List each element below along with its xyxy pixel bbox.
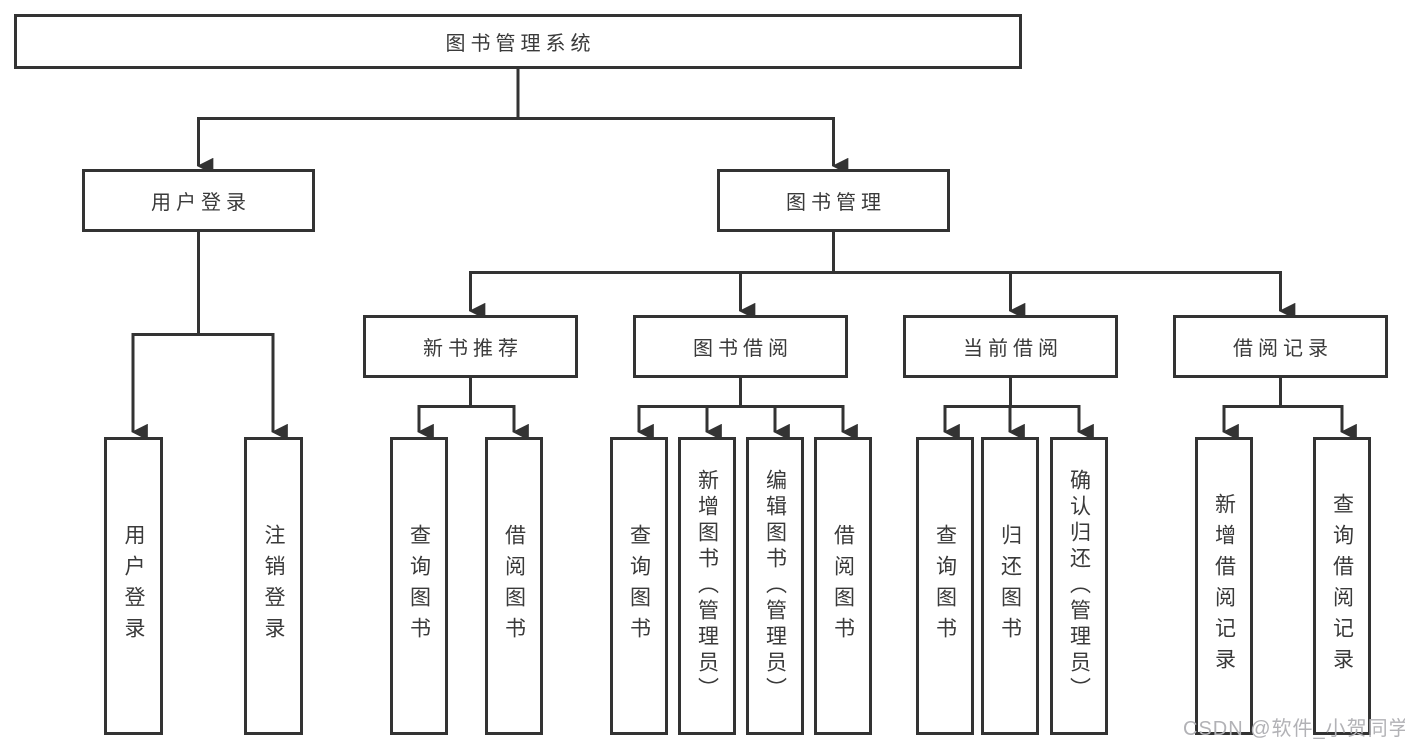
connector-section1-split: [419, 378, 514, 408]
leaf-borrow-books: 借阅图书: [485, 437, 543, 735]
leaf-query-books: 查询图书: [610, 437, 668, 735]
leaf-confirm-return-admin: 确认归还（管理员）: [1050, 437, 1108, 735]
node-library-system: 图书管理系统: [14, 14, 1022, 69]
csdn-watermark: CSDN @软件_小贺同学: [1183, 718, 1405, 740]
leaf-edit-book-admin: 编辑图书（管理员）: [746, 437, 804, 735]
node-new-book-recommend: 新书推荐: [363, 315, 578, 378]
node-book-management-label: 图书管理: [786, 192, 886, 214]
node-book-borrowing: 图书借阅: [633, 315, 848, 378]
leaf-borrow-books-label: 借阅图书: [502, 524, 526, 648]
leaf-add-book-admin: 新增图书（管理员）: [678, 437, 736, 735]
node-book-borrowing-label: 图书借阅: [693, 338, 793, 360]
leaf-logout: 注销登录: [244, 437, 303, 735]
leaf-add-borrow-record-label: 新增借阅记录: [1212, 493, 1236, 679]
node-borrowing-records: 借阅记录: [1173, 315, 1388, 378]
connector-book-mgmt-split: [470, 232, 1281, 274]
leaf-borrow-books-label: 借阅图书: [831, 524, 855, 648]
leaf-query-borrow-record: 查询借阅记录: [1313, 437, 1371, 735]
leaf-add-book-admin-label: 新增图书（管理员）: [695, 469, 719, 703]
leaf-user-login: 用户登录: [104, 437, 163, 735]
connector-root-split: [198, 68, 834, 120]
leaf-return-book-label: 归还图书: [998, 524, 1022, 648]
node-current-borrowing-label: 当前借阅: [963, 338, 1063, 360]
node-new-book-recommend-label: 新书推荐: [423, 338, 523, 360]
leaf-confirm-return-admin-label: 确认归还（管理员）: [1067, 469, 1091, 703]
leaf-query-books-label: 查询图书: [627, 524, 651, 648]
leaf-add-borrow-record: 新增借阅记录: [1195, 437, 1253, 735]
node-borrowing-records-label: 借阅记录: [1233, 338, 1333, 360]
leaf-return-book: 归还图书: [981, 437, 1039, 735]
connector-user-login-split: [133, 232, 273, 336]
leaf-logout-label: 注销登录: [262, 524, 285, 648]
connector-section3-split: [945, 378, 1079, 408]
connector-section2-split: [639, 378, 843, 408]
node-user-login-label: 用户登录: [151, 192, 251, 214]
connector-section4-split: [1224, 378, 1342, 408]
leaf-query-borrow-record-label: 查询借阅记录: [1330, 493, 1354, 679]
leaf-query-books-label: 查询图书: [407, 524, 431, 648]
leaf-query-books-label: 查询图书: [933, 524, 957, 648]
node-book-management: 图书管理: [717, 169, 950, 232]
node-library-system-label: 图书管理系统: [445, 33, 596, 55]
leaf-query-books: 查询图书: [916, 437, 974, 735]
node-current-borrowing: 当前借阅: [903, 315, 1118, 378]
leaf-borrow-books: 借阅图书: [814, 437, 872, 735]
node-user-login: 用户登录: [82, 169, 315, 232]
leaf-edit-book-admin-label: 编辑图书（管理员）: [763, 469, 787, 703]
leaf-user-login-label: 用户登录: [122, 524, 145, 648]
leaf-query-books: 查询图书: [390, 437, 448, 735]
